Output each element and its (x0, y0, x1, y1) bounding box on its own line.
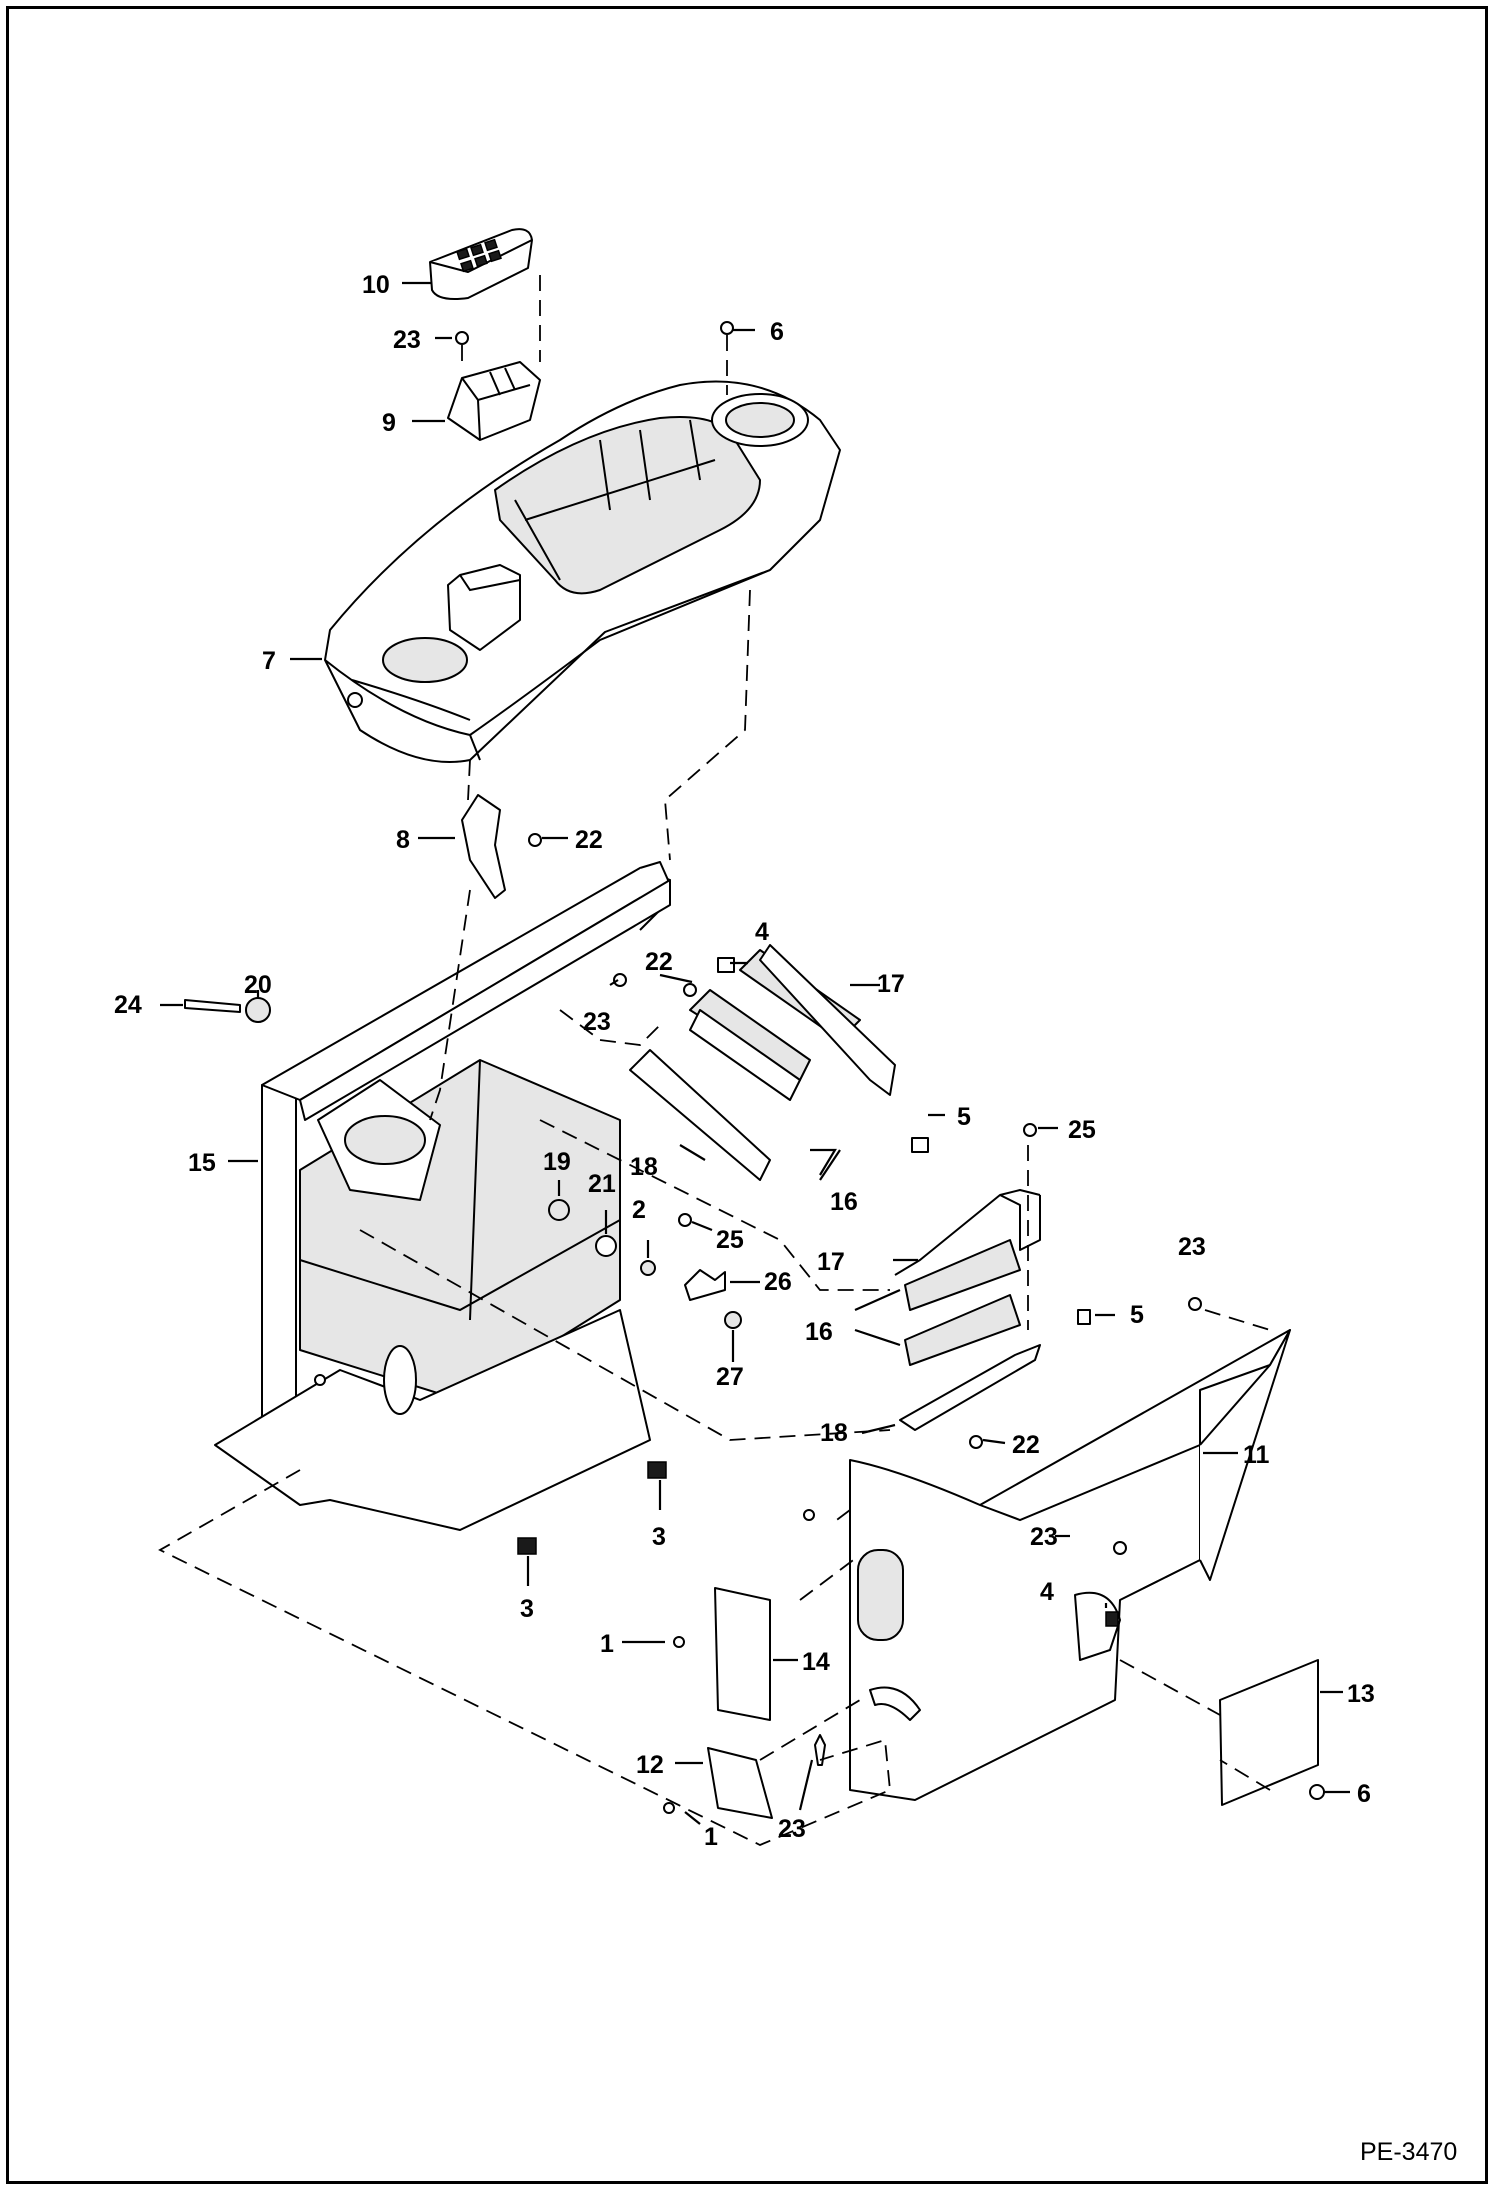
part-11-side-panel (849, 1329, 1291, 1801)
callout-27: 27 (716, 1363, 744, 1391)
callout-25: 25 (1068, 1116, 1096, 1144)
callout-24: 24 (114, 991, 142, 1019)
figure-reference-code: PE-3470 (1360, 2138, 1457, 2166)
part-7-console (324, 380, 841, 763)
callout-10: 10 (362, 271, 390, 299)
callout-16: 16 (805, 1318, 833, 1346)
callout-8: 8 (396, 826, 410, 854)
callout-labels: 10 23 6 9 7 8 22 4 22 17 24 20 23 5 25 1… (114, 271, 1457, 2166)
part-8-bracket (461, 794, 506, 899)
callout-4: 4 (1040, 1578, 1054, 1606)
callout-5: 5 (957, 1103, 971, 1131)
callout-3: 3 (652, 1523, 666, 1551)
callout-22: 22 (575, 826, 603, 854)
callout-1: 1 (704, 1823, 718, 1851)
part-13-cover (1219, 1659, 1319, 1806)
alignment-lines (158, 275, 1271, 1846)
callout-14: 14 (802, 1648, 830, 1676)
callout-3: 3 (520, 1595, 534, 1623)
callout-20: 20 (244, 971, 272, 999)
callout-23: 23 (1178, 1233, 1206, 1261)
callout-18: 18 (820, 1419, 848, 1447)
callout-23: 23 (778, 1815, 806, 1843)
callout-11: 11 (1243, 1441, 1270, 1469)
callout-21: 21 (588, 1170, 616, 1198)
callout-17: 17 (877, 970, 905, 998)
part-16-connector-lower (904, 1239, 1021, 1366)
callout-25: 25 (716, 1226, 744, 1254)
callout-26: 26 (764, 1268, 792, 1296)
callout-22: 22 (1012, 1431, 1040, 1459)
part-9-bracket (447, 361, 541, 441)
part-17-bracket-lower (894, 1189, 1041, 1276)
callout-23: 23 (1030, 1523, 1058, 1551)
leader-lines (160, 281, 1350, 1825)
part-15-mounting-frame (214, 861, 671, 1531)
callout-16: 16 (830, 1188, 858, 1216)
callout-18: 18 (630, 1153, 658, 1181)
part-18-plate-upper (629, 1049, 771, 1181)
callout-4: 4 (755, 918, 769, 946)
hardware-fasteners (184, 321, 1325, 1814)
callout-6: 6 (1357, 1780, 1371, 1808)
part-12-cover (707, 1747, 773, 1819)
part-18-plate-lower (899, 1344, 1041, 1431)
callout-13: 13 (1347, 1680, 1375, 1708)
callout-12: 12 (636, 1751, 664, 1779)
callout-6: 6 (770, 318, 784, 346)
callout-23: 23 (583, 1008, 611, 1036)
callout-17: 17 (817, 1248, 845, 1276)
callout-2: 2 (632, 1196, 646, 1224)
callout-23: 23 (393, 326, 421, 354)
part-17-bracket-upper (759, 944, 896, 1096)
callout-15: 15 (188, 1149, 216, 1177)
callout-19: 19 (543, 1148, 571, 1176)
callout-5: 5 (1130, 1301, 1144, 1329)
callout-22: 22 (645, 948, 673, 976)
diagram-frame (6, 6, 1488, 2184)
callout-1: 1 (600, 1630, 614, 1658)
callout-9: 9 (382, 409, 396, 437)
callout-7: 7 (262, 647, 276, 675)
part-10-control-pad (429, 228, 533, 300)
part-14-cover (714, 1587, 771, 1721)
